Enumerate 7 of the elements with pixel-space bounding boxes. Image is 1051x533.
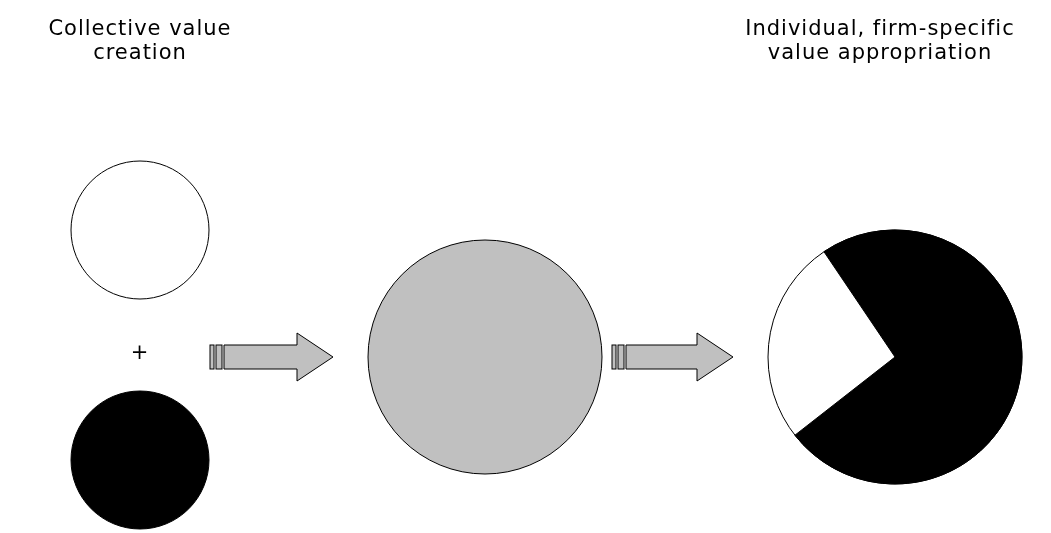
circle [70,390,210,530]
pie-chart-drawing [767,229,1023,485]
circle [367,239,603,475]
plus-sign: + [129,340,151,364]
circle [70,160,210,300]
heading: Individual, firm-specific value appropriation [744,16,1016,64]
heading: Collective value creation [47,16,233,64]
